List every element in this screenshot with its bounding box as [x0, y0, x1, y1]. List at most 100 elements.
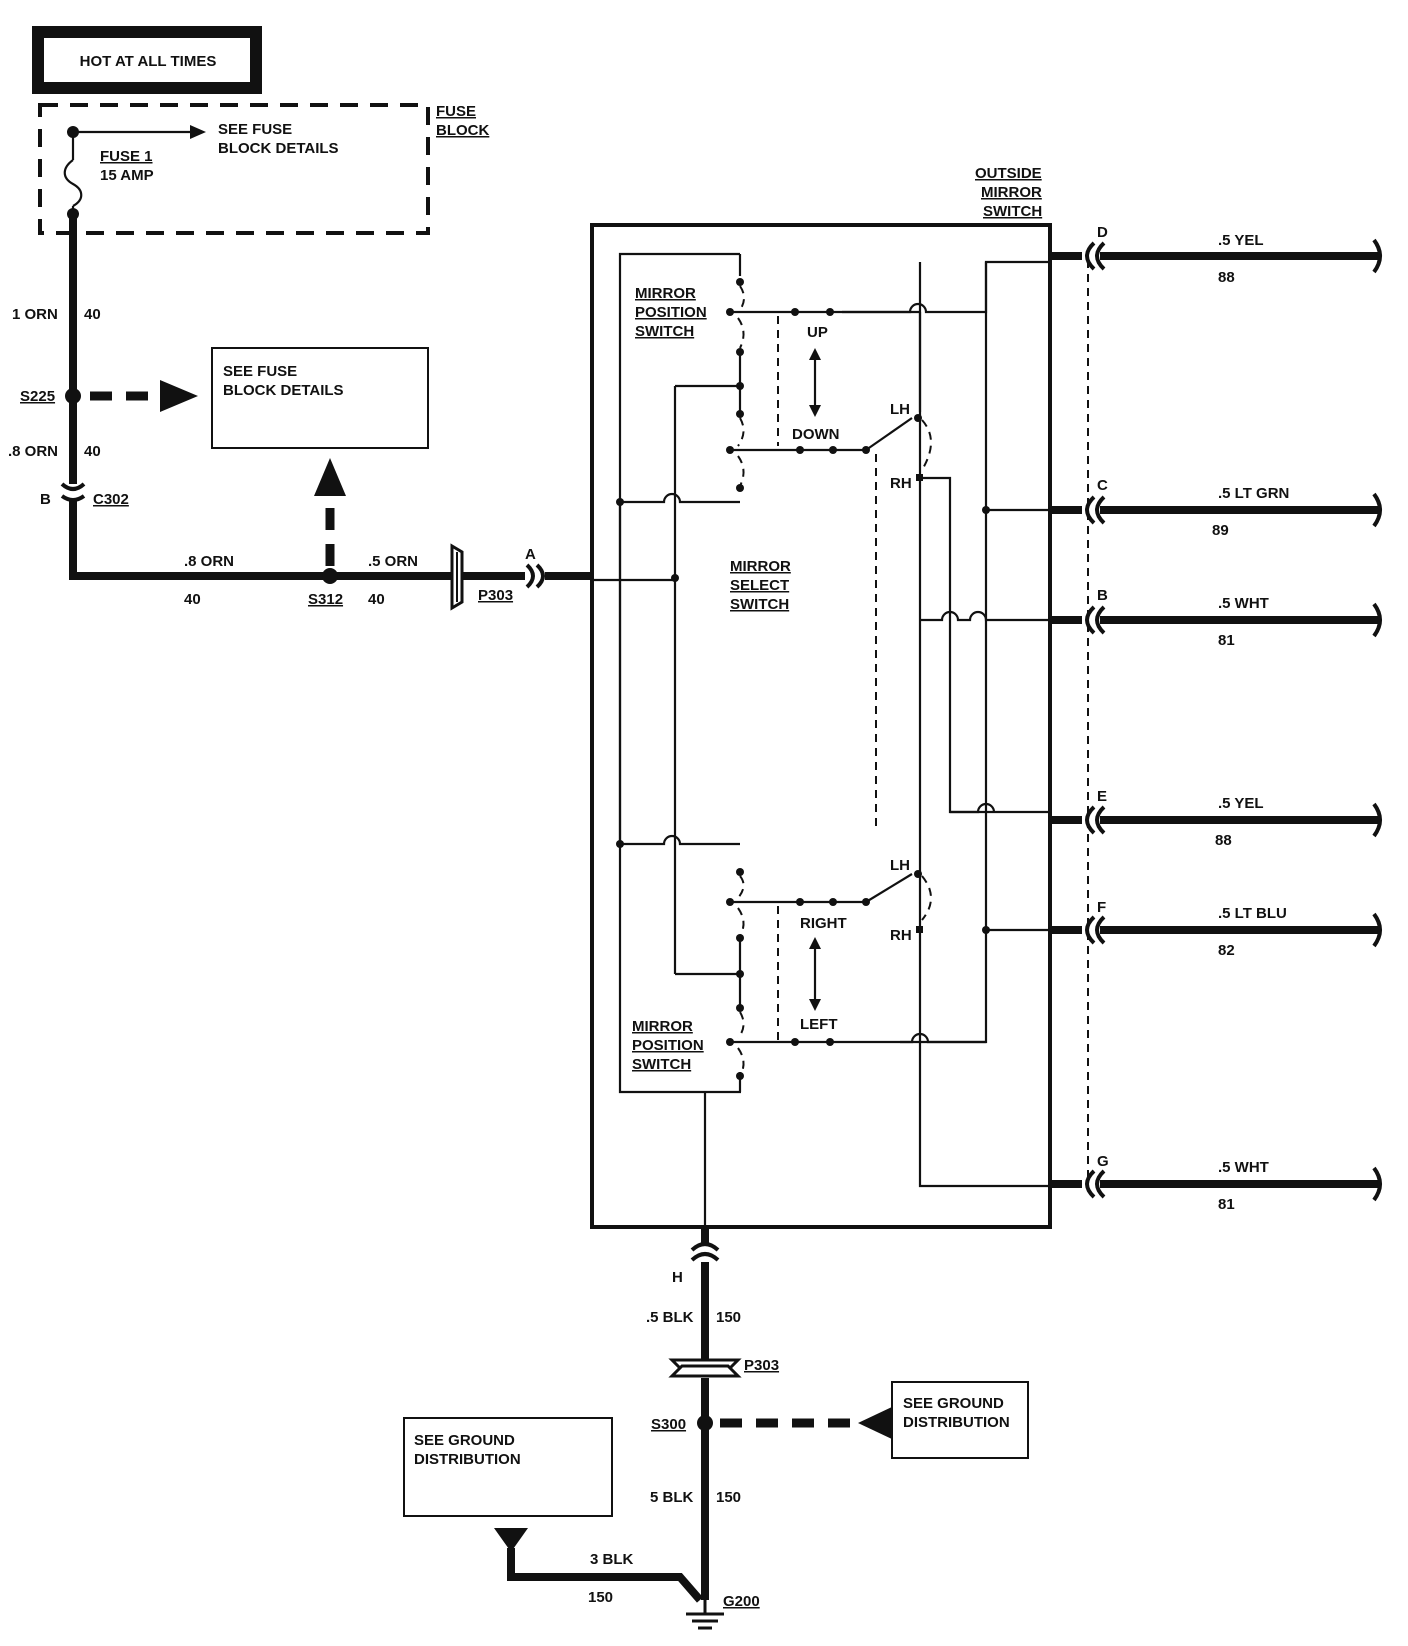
see-ground-right-1: SEE GROUND [903, 1395, 1004, 1412]
mirror-select-top: LH RH [865, 401, 932, 830]
right-label: RIGHT [800, 915, 847, 932]
wire4-circuit: 40 [368, 591, 385, 608]
splice-s312-label: S312 [308, 591, 343, 608]
wire1-gauge: 1 ORN [12, 306, 58, 323]
output-e: E .5 YEL 88 [1050, 788, 1382, 849]
wire-g: .5 WHT [1218, 1159, 1269, 1176]
pos-top-3: SWITCH [635, 323, 694, 340]
arrow-down-icon [809, 405, 821, 417]
pos-bot-3: SWITCH [632, 1056, 691, 1073]
wire3-gauge: .8 ORN [184, 553, 234, 570]
outside-label-1: OUTSIDE [975, 165, 1042, 182]
see-ground-left-box [403, 1417, 613, 1517]
c302-label: C302 [93, 491, 129, 508]
wire3-circuit: 40 [184, 591, 201, 608]
outside-label-2: MIRROR [981, 184, 1042, 201]
ground-wire2-gauge: 5 BLK [650, 1489, 694, 1506]
see-ground-left-1: SEE GROUND [414, 1432, 515, 1449]
output-b: B .5 WHT 81 [1050, 587, 1382, 649]
circuit-e: 88 [1215, 832, 1232, 849]
output-d: D .5 YEL 88 [1050, 224, 1382, 286]
pos-top-1: MIRROR [635, 285, 696, 302]
wire-d: .5 YEL [1218, 232, 1264, 249]
circuit-d: 88 [1218, 269, 1235, 286]
wire-f: .5 LT BLU [1218, 905, 1287, 922]
internal-routing [842, 260, 1050, 1188]
pin-f: F [1097, 899, 1106, 916]
wire4-gauge: .5 ORN [368, 553, 418, 570]
p303-label: P303 [478, 587, 513, 604]
pin-g: G [1097, 1153, 1109, 1170]
arrow-right-icon [190, 125, 206, 139]
arrow-down-icon [494, 1528, 528, 1552]
connector-h [690, 1242, 720, 1262]
circuit-f: 82 [1218, 942, 1235, 959]
rh-bot: RH [890, 927, 912, 944]
ground-p303: P303 [744, 1357, 779, 1374]
output-g: G .5 WHT 81 [1050, 1153, 1382, 1213]
wire1-circuit: 40 [84, 306, 101, 323]
arrow-left-icon [858, 1406, 894, 1440]
wire-b: .5 WHT [1218, 595, 1269, 612]
see-ground-right-box [891, 1381, 1029, 1459]
splice-s225-label: S225 [20, 388, 55, 405]
connector-p303-top [450, 543, 525, 611]
pos-top-2: POSITION [635, 304, 707, 321]
splice-s300-label: S300 [651, 1416, 686, 1433]
ground-wire1-gauge: .5 BLK [646, 1309, 694, 1326]
wire-e: .5 YEL [1218, 795, 1264, 812]
circuit-g: 81 [1218, 1196, 1235, 1213]
output-f: F .5 LT BLU 82 [1050, 899, 1382, 959]
fuse-block-label-2: BLOCK [436, 122, 489, 139]
arrow-right-icon [160, 380, 198, 412]
arrow-up-icon [809, 348, 821, 360]
arrow-up-icon [809, 937, 821, 949]
hot-at-all-times-box: HOT AT ALL TIMES [32, 26, 262, 94]
ground-symbol-icon [686, 1600, 724, 1630]
c302-pin: B [40, 491, 51, 508]
pos-bot-1: MIRROR [632, 1018, 693, 1035]
wire2-circuit: 40 [84, 443, 101, 460]
left-label: LEFT [800, 1016, 838, 1033]
ground-wire2-circuit: 150 [716, 1489, 741, 1506]
splice-s300 [697, 1415, 713, 1431]
pin-a: A [525, 546, 536, 563]
ground-wire3-gauge: 3 BLK [590, 1551, 634, 1568]
outside-label-3: SWITCH [983, 203, 1042, 220]
up-label: UP [807, 324, 828, 341]
select-2: SELECT [730, 577, 789, 594]
pin-b: B [1097, 587, 1108, 604]
pin-c: C [1097, 477, 1108, 494]
connector-c302 [60, 482, 86, 502]
circuit-b: 81 [1218, 632, 1235, 649]
fuse-block-label-1: FUSE [436, 103, 476, 120]
arrow-down-icon [809, 999, 821, 1011]
wire2-gauge: .8 ORN [8, 443, 58, 460]
g200-label: G200 [723, 1593, 760, 1610]
fuse-details-1: SEE FUSE [218, 121, 292, 138]
select-1: MIRROR [730, 558, 791, 575]
fuse-block: FUSE BLOCK SEE FUSE BLOCK DETAILS FUSE 1… [38, 103, 489, 235]
outside-mirror-switch: OUTSIDE MIRROR SWITCH MIRROR POSITION SW… [590, 165, 1089, 1229]
ground-wire1-circuit: 150 [716, 1309, 741, 1326]
fuse-details-2: BLOCK DETAILS [218, 140, 339, 157]
pin-d: D [1097, 224, 1108, 241]
lh-top: LH [890, 401, 910, 418]
see-fuse-box [211, 347, 429, 449]
pos-bot-2: POSITION [632, 1037, 704, 1054]
connector-p303-bottom [668, 1358, 742, 1378]
see-ground-right-2: DISTRIBUTION [903, 1414, 1010, 1431]
pin-e: E [1097, 788, 1107, 805]
left-feed: 1 ORN 40 S225 SEE FUSE BLOCK DETAILS .8 … [8, 214, 592, 611]
splice-s312 [322, 568, 338, 584]
fuse-name: FUSE 1 [100, 148, 153, 165]
fuse-rating: 15 AMP [100, 167, 154, 184]
see-fuse-box-2: BLOCK DETAILS [223, 382, 344, 399]
lh-bot: LH [890, 857, 910, 874]
mirror-select-bottom: LH RH [865, 857, 932, 944]
splice-s225 [65, 388, 81, 404]
wire-c: .5 LT GRN [1218, 485, 1289, 502]
see-ground-left-2: DISTRIBUTION [414, 1451, 521, 1468]
arrow-up-icon [314, 458, 346, 496]
